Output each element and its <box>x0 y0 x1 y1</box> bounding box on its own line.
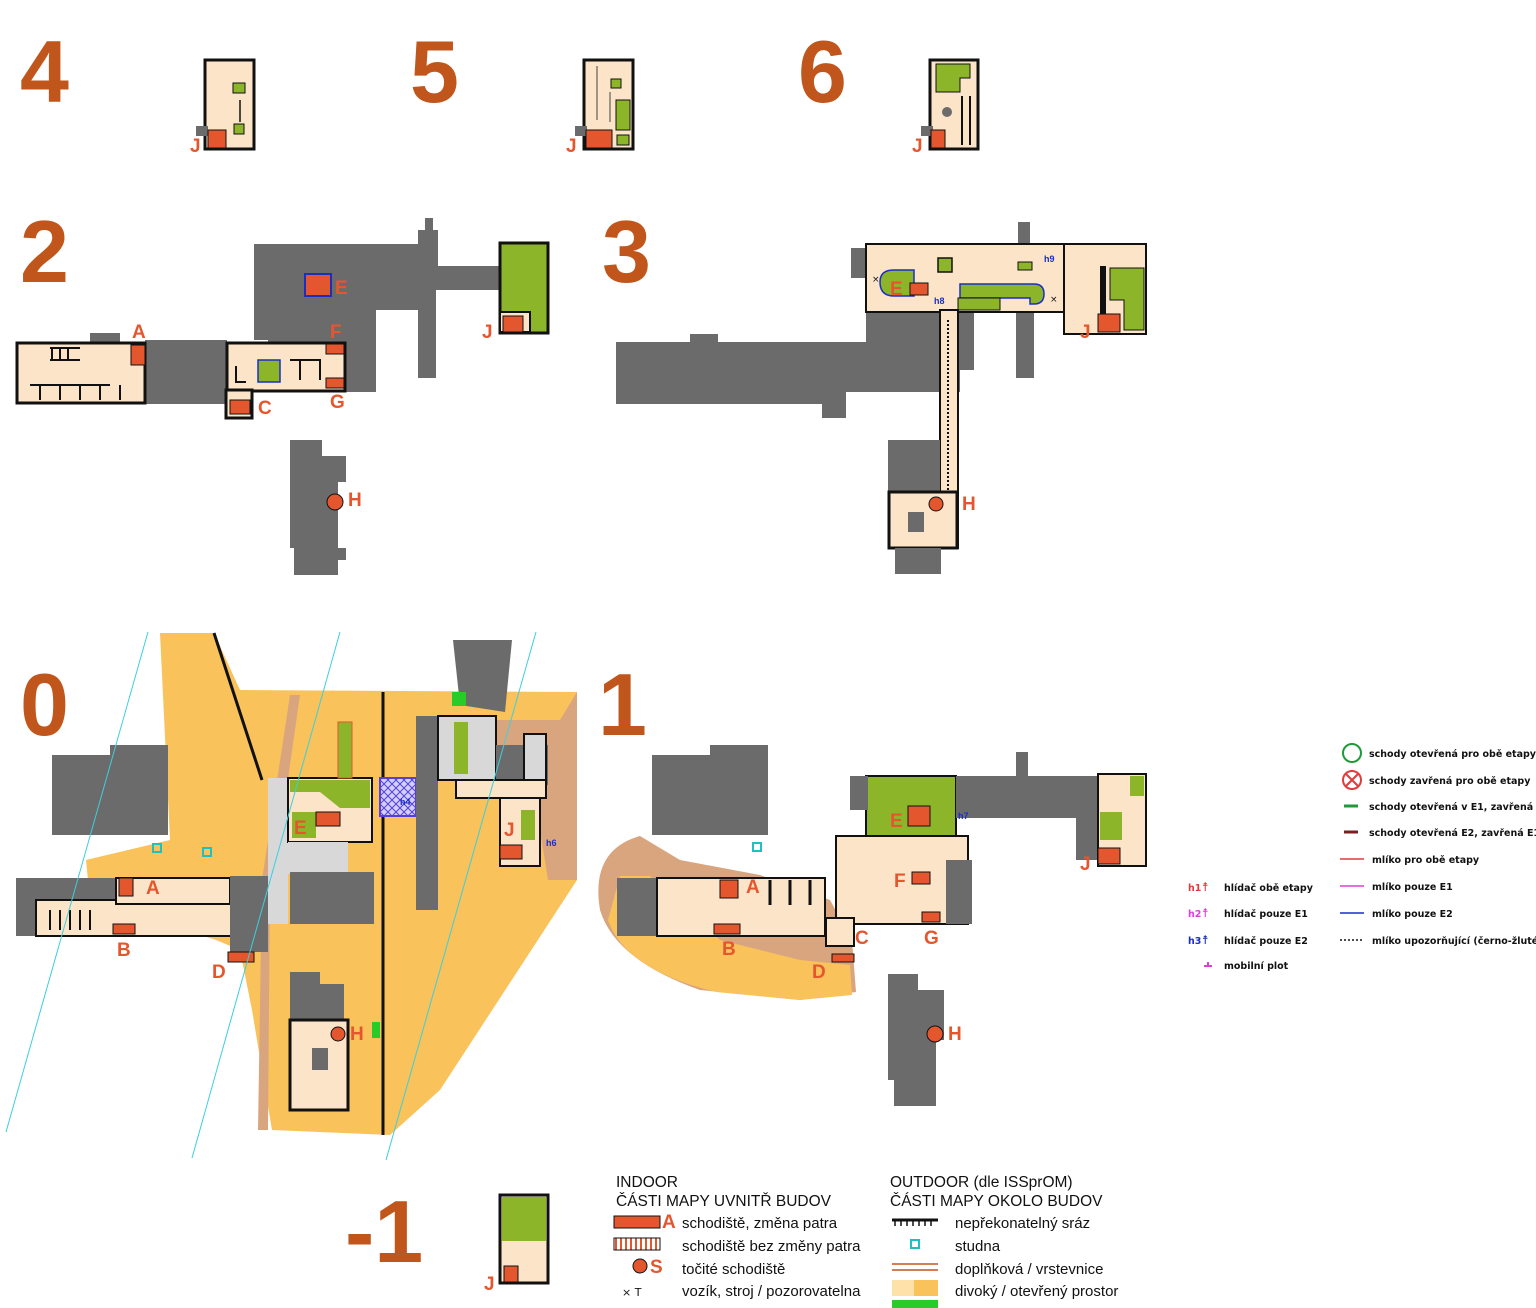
legend-indoor: INDOOR ČÁSTI MAPY UVNITŘ BUDOV A schodiš… <box>613 1174 861 1300</box>
label-B: B <box>722 939 736 960</box>
indoor-objects: vozík, stroj / pozorovatelna <box>682 1283 861 1300</box>
magnetic-north-lines <box>5 631 537 1161</box>
fence-icon <box>1204 962 1212 967</box>
legend-guard-e2-code: h3 <box>1188 936 1201 947</box>
outdoor-contour: doplňková / vrstevnice <box>955 1261 1103 1278</box>
label-H: H <box>962 494 976 515</box>
legend-stairs-open-e2: schody otevřená E2, zavřená E1 <box>1369 828 1536 839</box>
label-G: G <box>330 392 345 413</box>
svg-text:×: × <box>1050 295 1058 305</box>
floor-minus1-plan: J <box>484 1193 550 1295</box>
label-E: E <box>890 279 903 300</box>
label-J: J <box>566 136 577 157</box>
spiral-stairs-icon <box>632 1258 648 1274</box>
legend-stairs-open-both: schody otevřená pro obě etapy <box>1369 749 1536 760</box>
legend-right: schody otevřená pro obě etapy schody zav… <box>1188 743 1536 972</box>
label-H: H <box>348 490 362 511</box>
label-E: E <box>335 278 348 299</box>
floor-1-plan: A B C D E F G H J h7 <box>598 745 1147 1106</box>
stairs-change-symbol: A <box>662 1212 676 1233</box>
legend-guard-e1: hlídač pouze E1 <box>1224 909 1308 920</box>
floor-2-plan: A C E F G H J <box>15 218 550 575</box>
legend-guard-both: hlídač obě etapy <box>1224 883 1314 894</box>
indoor-stairs-change: schodiště, změna patra <box>682 1215 838 1232</box>
label-H: H <box>948 1024 962 1045</box>
label-E: E <box>294 818 307 839</box>
indoor-subtitle: ČÁSTI MAPY UVNITŘ BUDOV <box>616 1193 832 1210</box>
outdoor-cliff: nepřekonatelný sráz <box>955 1215 1090 1232</box>
guard-h6: h6 <box>546 838 557 848</box>
label-J: J <box>912 136 923 157</box>
objects-symbol: × T <box>622 1286 642 1299</box>
legend-tape-e2: mlíko pouze E2 <box>1372 909 1453 920</box>
floor-number-4: 4 <box>20 22 69 121</box>
floor-0-plan: A B D E H J h4 h6 <box>16 632 577 1135</box>
guard-h8: h8 <box>934 296 945 306</box>
legend-tape-e1: mlíko pouze E1 <box>1372 882 1453 893</box>
legend-tape-warning: mlíko upozorňující (černo-žluté) <box>1372 936 1536 947</box>
label-J: J <box>190 136 201 157</box>
label-G: G <box>924 928 939 949</box>
legend-stairs-open-e1: schody otevřená v E1, zavřená E2 <box>1369 802 1536 813</box>
floor-number-minus1: -1 <box>345 1182 423 1281</box>
label-J: J <box>484 1274 495 1295</box>
label-J: J <box>1080 854 1091 875</box>
outdoor-title: OUTDOOR (dle ISSprOM) <box>890 1174 1073 1191</box>
legend-guard-e1-code: h2 <box>1188 909 1201 920</box>
legend-outdoor: OUTDOOR (dle ISSprOM) ČÁSTI MAPY OKOLO B… <box>890 1174 1118 1308</box>
indoor-spiral: točité schodiště <box>682 1261 785 1278</box>
guard-h9: h9 <box>1044 254 1055 264</box>
spiral-symbol: S <box>650 1257 663 1278</box>
label-H: H <box>350 1024 364 1045</box>
label-A: A <box>146 878 160 899</box>
label-F: F <box>894 871 906 892</box>
label-F: F <box>330 322 342 343</box>
legend-guard-e2: hlídač pouze E2 <box>1224 936 1308 947</box>
label-D: D <box>812 962 826 983</box>
label-C: C <box>855 928 869 949</box>
label-J: J <box>482 322 493 343</box>
floor-number-5: 5 <box>410 22 459 121</box>
outdoor-well: studna <box>955 1238 1001 1255</box>
floor-number-6: 6 <box>798 22 847 121</box>
guard-h7: h7 <box>958 811 969 821</box>
floor-6-plan: J <box>912 58 980 157</box>
guard-h4: h4 <box>400 797 411 807</box>
legend-mobile-fence: mobilní plot <box>1224 961 1289 972</box>
indoor-stairs-no-change: schodiště bez změny patra <box>682 1238 861 1255</box>
label-E: E <box>890 811 903 832</box>
legend-stairs-closed-both: schody zavřená pro obě etapy <box>1369 776 1531 787</box>
floor-number-3: 3 <box>602 202 651 301</box>
floor-3-plan: × × E H J h8 h9 <box>616 222 1147 574</box>
legend-tape-both: mlíko pro obě etapy <box>1372 855 1480 866</box>
label-A: A <box>746 877 760 898</box>
floor-5-plan: J <box>566 58 635 157</box>
guard-red-icon: ☨ <box>1202 880 1209 894</box>
legend-guard-both-code: h1 <box>1188 883 1201 894</box>
label-B: B <box>117 940 131 961</box>
indoor-title: INDOOR <box>616 1174 678 1191</box>
label-C: C <box>258 398 272 419</box>
svg-text:×: × <box>872 275 880 285</box>
guard-blue-icon: ☨ <box>1202 933 1209 947</box>
floor-4-plan: J <box>190 58 256 157</box>
floor-number-0: 0 <box>20 655 69 754</box>
guard-magenta-icon: ☨ <box>1202 906 1209 920</box>
well-icon <box>910 1239 920 1249</box>
outdoor-subtitle: ČÁSTI MAPY OKOLO BUDOV <box>890 1193 1103 1210</box>
outdoor-open: divoký / otevřený prostor <box>955 1283 1118 1300</box>
floor-number-1: 1 <box>598 655 647 754</box>
label-J: J <box>1080 322 1091 343</box>
label-A: A <box>132 322 146 343</box>
label-D: D <box>212 962 226 983</box>
label-J: J <box>504 820 515 841</box>
floor-number-2: 2 <box>20 202 69 301</box>
